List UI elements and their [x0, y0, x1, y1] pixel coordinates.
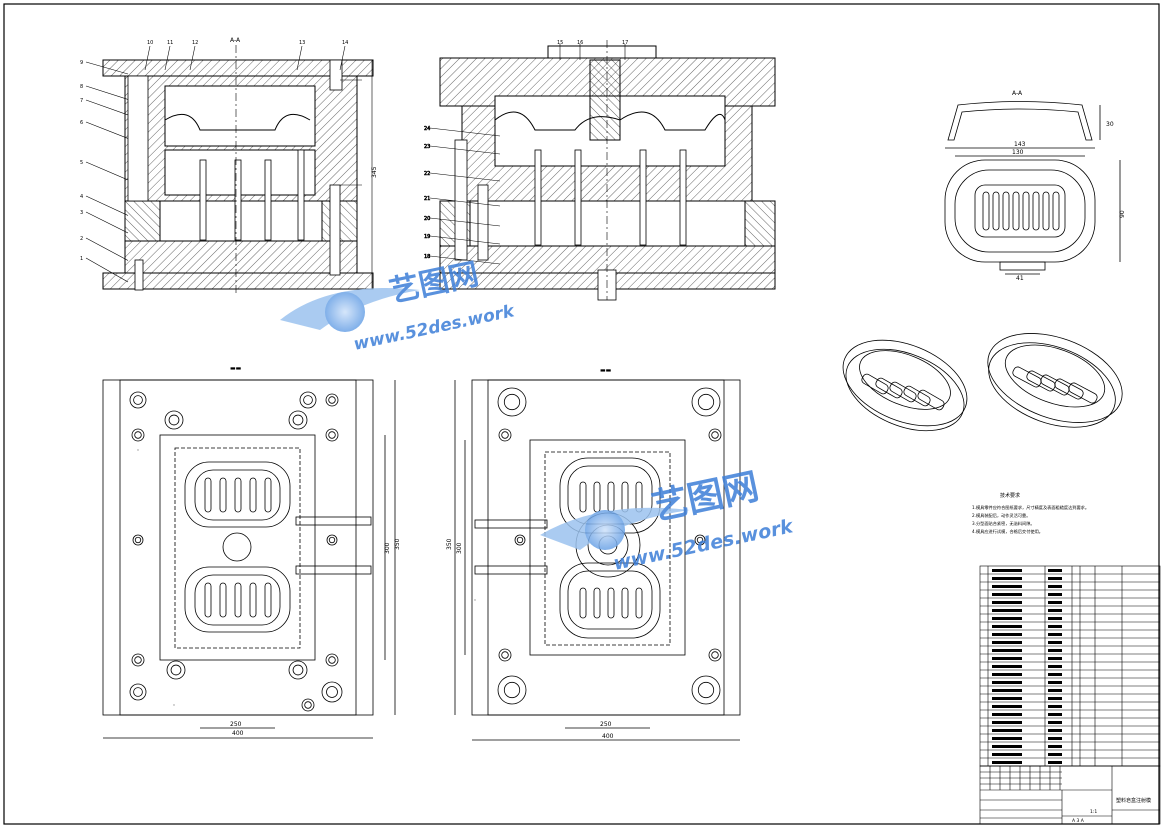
- balloon-left-9: 9: [80, 60, 83, 66]
- balloon-topc-15: 15: [557, 40, 563, 46]
- drawing-name: 塑料皂盒注射模: [1116, 797, 1151, 804]
- part-plan-view: 143 130 41 90: [945, 141, 1126, 282]
- balloon-top-14: 14: [342, 40, 348, 46]
- note-line-2: 2.模具装配后，动作灵活可靠。: [972, 512, 1030, 519]
- balloon-left-6: 6: [80, 120, 83, 126]
- balloon-left-2: 2: [80, 236, 83, 242]
- balloon-topc-17: 17: [622, 40, 628, 46]
- balloon-center-22: 22: [424, 171, 430, 177]
- title-block: 塑料皂盒注射模 1:1 A 3 A: [980, 766, 1160, 824]
- isometric-part-2: [976, 316, 1135, 443]
- right-inner-height-dim: 300: [456, 542, 463, 554]
- balloon-top-13: 13: [299, 40, 305, 46]
- balloon-left-3: 3: [80, 210, 83, 216]
- balloon-center-19: 19: [424, 234, 430, 240]
- right-width-dim: 400: [602, 733, 614, 740]
- left-width-dim: 400: [232, 730, 244, 737]
- right-inner-width-dim: 250: [600, 721, 612, 728]
- section-label: A-A: [230, 37, 241, 44]
- bom-table: [980, 566, 1160, 766]
- balloon-top-12: 12: [192, 40, 198, 46]
- note-line-4: 4.模具应进行试模，合格后交付使用。: [972, 528, 1043, 535]
- balloon-topc-16: 16: [577, 40, 583, 46]
- scale: 1:1: [1090, 809, 1097, 815]
- watermark-brand-2: 艺图网: [648, 466, 762, 529]
- top-dim: 143: [1014, 141, 1026, 148]
- part-h2-dim: 90: [1119, 210, 1126, 218]
- left-inner-height-dim: 300: [384, 542, 391, 554]
- balloon-center-21: 21: [424, 196, 430, 202]
- left-height-dim: 350: [394, 538, 401, 550]
- balloon-left-7: 7: [80, 98, 83, 104]
- notes-title: 技术要求: [1000, 492, 1020, 499]
- plan-label-right: ▬▬: [600, 367, 612, 374]
- balloon-left-4: 4: [80, 194, 83, 200]
- balloon-center-23: 23: [424, 144, 430, 150]
- left-inner-width-dim: 250: [230, 721, 242, 728]
- technical-notes: 技术要求 1.模具零件应符合图纸要求，尺寸精度及表面粗糙度达到要求。 2.模具装…: [972, 492, 1089, 535]
- left-plan-view: ▬▬ 400 250 350 300: [103, 365, 401, 738]
- watermark-url: www.52des.work: [352, 301, 518, 355]
- part-width-dim: 41: [1016, 275, 1024, 282]
- part-h1-dim: 30: [1106, 121, 1114, 128]
- note-line-1: 1.模具零件应符合图纸要求，尺寸精度及表面粗糙度达到要求。: [972, 504, 1089, 511]
- part-section-view: A-A 30: [948, 90, 1114, 140]
- watermark-url-2: www.52des.work: [611, 515, 796, 575]
- isometric-part-1: [830, 323, 979, 446]
- right-height-dim: 350: [446, 538, 453, 550]
- sheet-size: A 3 A: [1072, 818, 1085, 824]
- globe-icon: [585, 510, 625, 550]
- balloon-top-11: 11: [167, 40, 173, 46]
- globe-icon: [325, 292, 365, 332]
- balloon-center-20: 20: [424, 216, 430, 222]
- watermark-brand: 艺图网: [386, 257, 481, 310]
- part-section-label: A-A: [1012, 90, 1023, 97]
- balloon-top-10: 10: [147, 40, 153, 46]
- plan-label-left: ▬▬: [230, 365, 242, 372]
- section-height-dim: 345: [371, 166, 378, 178]
- top-inner-dim: 130: [1012, 149, 1024, 156]
- left-section-view: A-A 345 9 8 7 6 5 4 3 2 1 10 11 12 13 14: [80, 37, 378, 295]
- balloon-center-24: 24: [424, 126, 430, 132]
- balloon-left-1: 1: [80, 256, 83, 262]
- balloon-center-18: 18: [424, 254, 430, 260]
- center-section-view: 24 23 22 21 20 19 18 15 16 17: [424, 40, 775, 300]
- watermark-2: 艺图网 www.52des.work: [540, 466, 796, 575]
- note-line-3: 3.分型面贴合紧密，无溢料间隙。: [972, 520, 1035, 527]
- balloon-left-5: 5: [80, 160, 83, 166]
- balloon-left-8: 8: [80, 84, 83, 90]
